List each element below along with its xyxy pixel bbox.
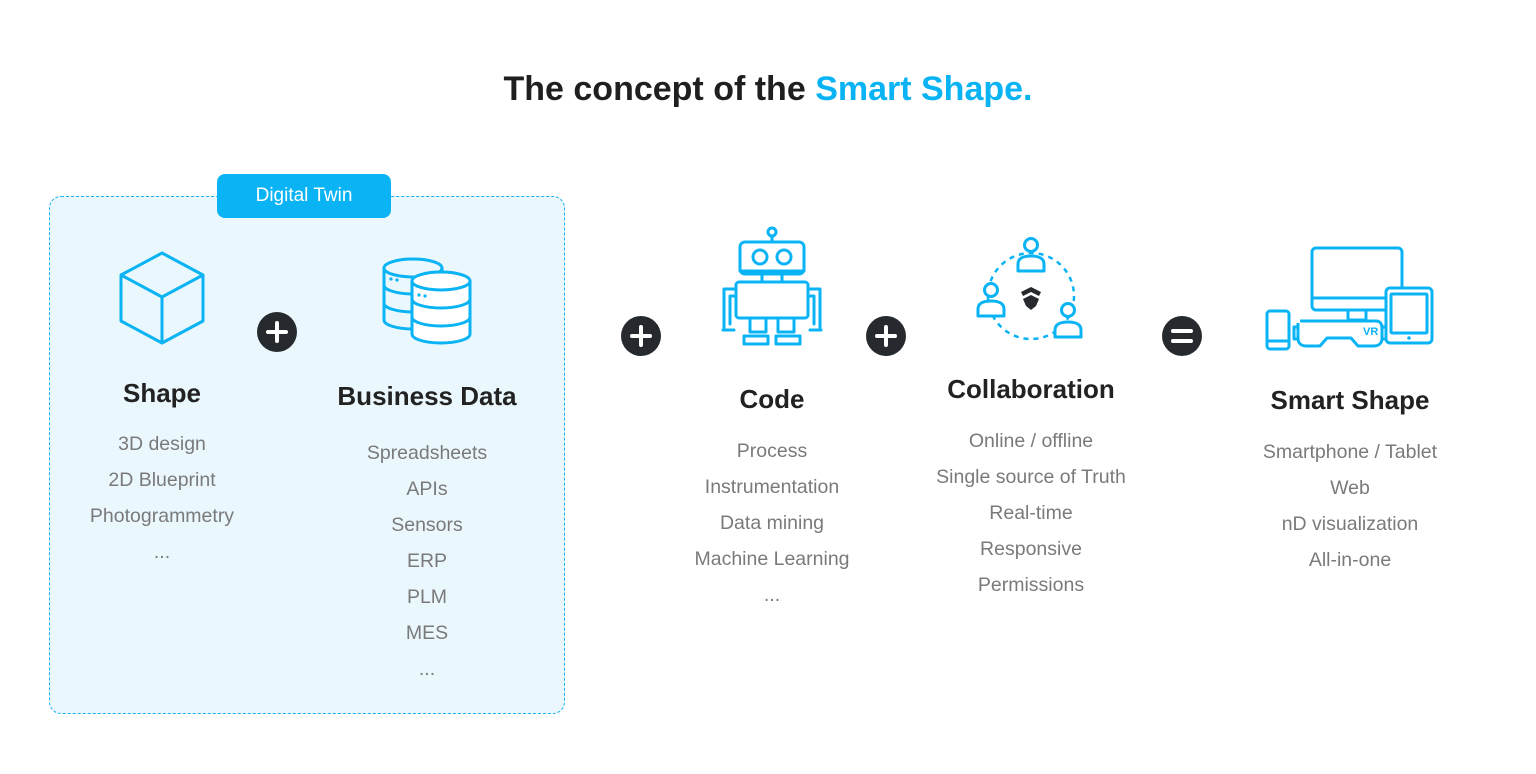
plus-icon — [621, 316, 661, 356]
cube-icon — [119, 251, 205, 345]
list-item: 2D Blueprint — [108, 469, 216, 491]
business-data-list: Spreadsheets APIs Sensors ERP PLM MES ..… — [307, 435, 547, 687]
title-prefix: The concept of the — [503, 70, 816, 108]
digital-twin-badge: Digital Twin — [217, 174, 391, 218]
shape-list: 3D design 2D Blueprint Photogrammetry ..… — [62, 426, 262, 570]
database-icon — [382, 257, 472, 345]
list-item: PLM — [406, 586, 448, 608]
smart-shape-title: Smart Shape — [1270, 385, 1430, 415]
robot-icon — [721, 226, 823, 346]
list-item: Single source of Truth — [936, 466, 1126, 488]
code-list: Process Instrumentation Data mining Mach… — [672, 433, 872, 613]
devices-icon: VR — [1265, 246, 1434, 351]
equals-icon — [1162, 316, 1202, 356]
list-item: MES — [405, 622, 449, 644]
list-item: nD visualization — [1281, 513, 1419, 535]
list-item: ... — [418, 658, 436, 680]
list-item: Online / offline — [968, 430, 1094, 452]
plus-icon — [866, 316, 906, 356]
collaboration-title: Collaboration — [947, 374, 1115, 404]
business-data-column: Business Data Spreadsheets APIs Sensors … — [307, 255, 547, 687]
list-item: Permissions — [977, 574, 1085, 596]
list-item: ... — [763, 584, 781, 606]
business-data-title: Business Data — [337, 381, 517, 411]
list-item: Data mining — [719, 512, 825, 534]
list-item: ... — [153, 541, 171, 563]
list-item: ERP — [406, 550, 448, 572]
list-item: Instrumentation — [704, 476, 840, 498]
list-item: Smartphone / Tablet — [1262, 441, 1438, 463]
list-item: Real-time — [989, 502, 1073, 524]
code-column: Code Process Instrumentation Data mining… — [672, 226, 872, 613]
shape-column: Shape 3D design 2D Blueprint Photogramme… — [62, 250, 262, 570]
list-item: Machine Learning — [694, 548, 850, 570]
title-highlight: Smart Shape. — [815, 70, 1033, 108]
list-item: All-in-one — [1308, 549, 1392, 571]
collaboration-column: Collaboration Online / offline Single so… — [916, 236, 1146, 603]
smart-shape-column: VR Smart Shape Smartphone / Tablet Web n… — [1235, 245, 1465, 578]
list-item: 3D design — [118, 433, 206, 455]
vr-label: VR — [1363, 326, 1378, 338]
code-title: Code — [739, 384, 805, 414]
smart-shape-list: Smartphone / Tablet Web nD visualization… — [1235, 434, 1465, 578]
collaboration-icon — [976, 237, 1083, 341]
list-item: Web — [1330, 477, 1370, 499]
list-item: Responsive — [980, 538, 1082, 560]
collaboration-list: Online / offline Single source of Truth … — [916, 423, 1146, 603]
list-item: Photogrammetry — [89, 505, 235, 527]
list-item: Spreadsheets — [366, 442, 488, 464]
list-item: APIs — [406, 478, 448, 500]
plus-icon — [257, 312, 297, 352]
list-item: Process — [736, 440, 808, 462]
list-item: Sensors — [391, 514, 463, 536]
shape-title: Shape — [122, 378, 202, 408]
page-title: The concept of the Smart Shape. — [0, 70, 1536, 109]
